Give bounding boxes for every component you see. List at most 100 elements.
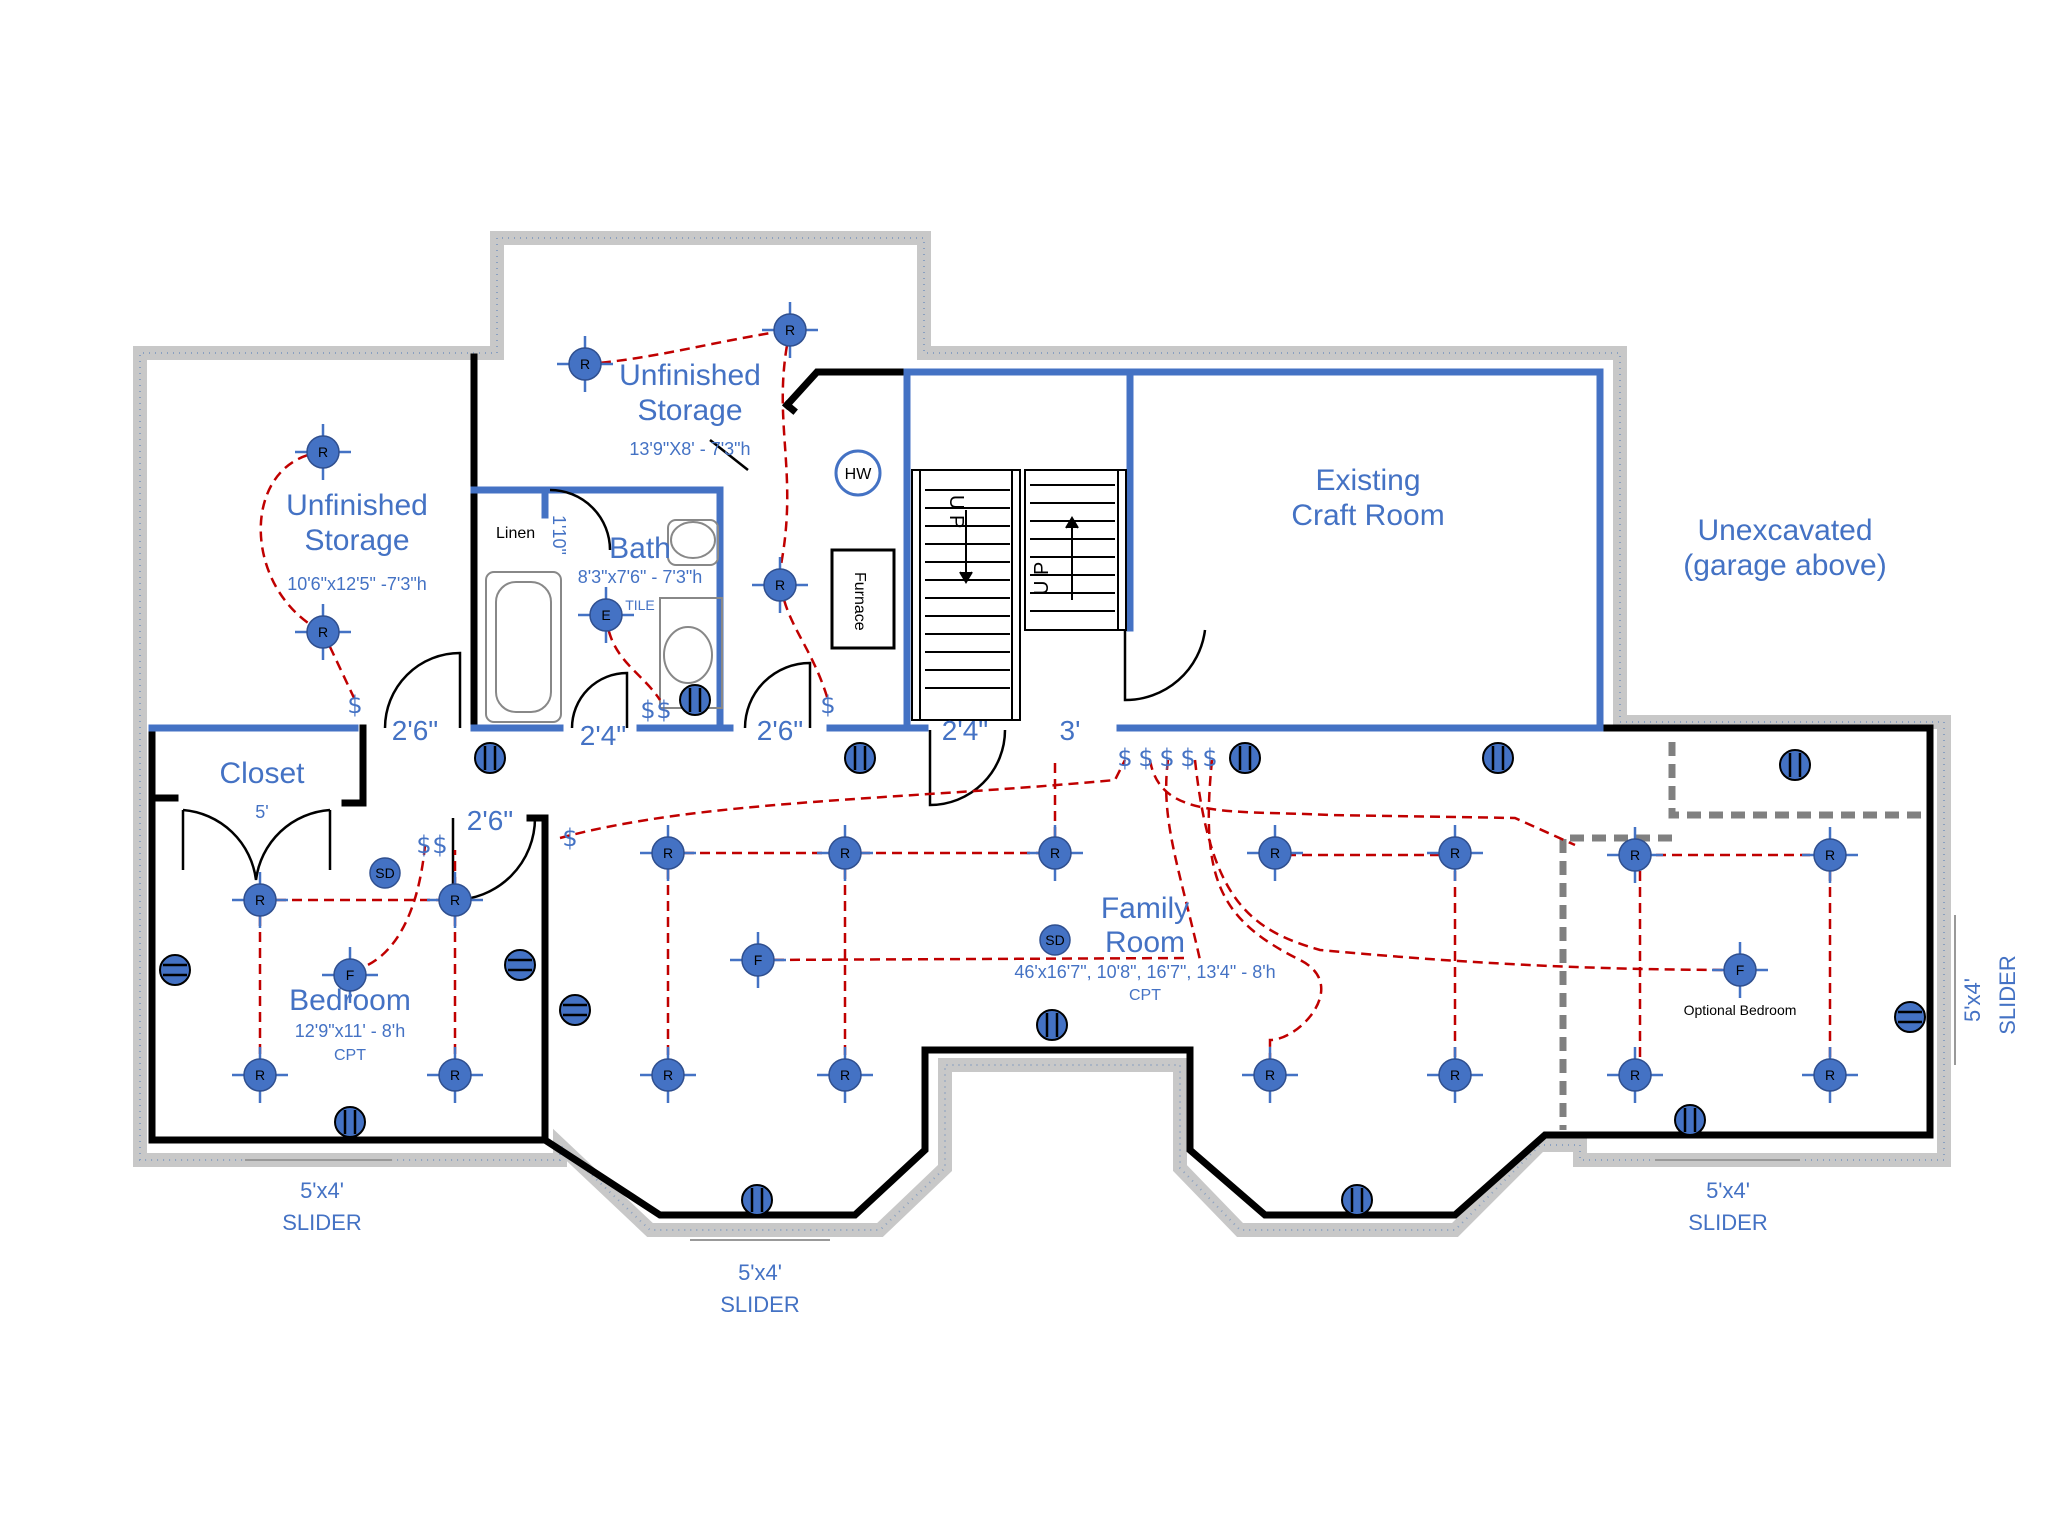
fixture-disc	[333, 958, 367, 992]
family-dims: 46'x16'7", 10'8", 16'7", 13'4" - 8'h	[1014, 962, 1275, 982]
window-bedroom-size: 5'x4'	[300, 1178, 344, 1203]
fixture-disc	[1258, 836, 1292, 870]
linen-dim: 1'10"	[549, 515, 569, 555]
storage-top-name-2: Storage	[637, 394, 742, 427]
fixture-disc	[741, 943, 775, 977]
fixture-disc	[1723, 953, 1757, 987]
unexcavated-name-2: (garage above)	[1683, 549, 1886, 582]
bath-floor: TILE	[625, 597, 655, 613]
closet-width: 5'	[255, 802, 268, 822]
window-optional-type: SLIDER	[1688, 1210, 1767, 1235]
storage-left-name-2: Storage	[304, 524, 409, 557]
recessed-light-icon: R	[1242, 1047, 1298, 1103]
fixture-disc	[589, 598, 623, 632]
wiring	[258, 328, 1832, 1075]
stairs	[911, 469, 1127, 721]
fixture-disc	[306, 615, 340, 649]
fixture-disc	[369, 857, 401, 889]
window-bedroom-type: SLIDER	[282, 1210, 361, 1235]
fixture-label: R	[1630, 847, 1640, 863]
fixture-disc	[1038, 836, 1072, 870]
fixture-disc	[1813, 838, 1847, 872]
switch-icon: $	[1117, 744, 1132, 772]
exhaust-light-icon: E	[578, 587, 634, 643]
fixture-disc	[243, 883, 277, 917]
closet-name: Closet	[219, 757, 305, 790]
fixture-label: R	[1450, 1067, 1460, 1083]
fixture-disc	[438, 883, 472, 917]
fixture-label: F	[1736, 962, 1745, 978]
fixture-disc	[651, 1058, 685, 1092]
fan-light-icon: F	[1712, 942, 1768, 998]
recessed-light-icon: R	[1802, 827, 1858, 883]
outlet-icon	[504, 949, 536, 981]
fixture-label: F	[346, 967, 355, 983]
recessed-light-icon: R	[640, 825, 696, 881]
fixture-label: F	[754, 952, 763, 968]
fixture-disc	[651, 836, 685, 870]
door-labels: 2'6" 2'4" 2'6" 2'4" 3' 2'6"	[392, 715, 1081, 836]
switch-icon: $	[432, 831, 447, 859]
furnace-label: Furnace	[851, 572, 868, 631]
switch-icon: $	[1180, 744, 1195, 772]
switch-icon: $	[1138, 744, 1153, 772]
craft-name-2: Craft Room	[1291, 499, 1444, 532]
fixture-disc	[773, 313, 807, 347]
outlet-icon	[559, 994, 591, 1026]
recessed-light-icon: R	[427, 872, 483, 928]
fixture-label: R	[775, 577, 785, 593]
recessed-light-icon: R	[557, 336, 613, 392]
recessed-light-icon: R	[232, 872, 288, 928]
door-label-3: 2'6"	[757, 715, 803, 746]
recessed-light-icon: R	[640, 1047, 696, 1103]
craft-name-1: Existing	[1315, 464, 1420, 497]
hot-water-heater: HW	[834, 449, 882, 497]
outlet-icon	[1894, 1001, 1926, 1033]
fan-light-icon: F	[730, 932, 786, 988]
recessed-light-icon: R	[1427, 825, 1483, 881]
recessed-light-icon: R	[427, 1047, 483, 1103]
storage-left-name-1: Unfinished	[286, 489, 428, 522]
recessed-light-icon: R	[817, 1047, 873, 1103]
fixture-label: R	[840, 1067, 850, 1083]
unexcavated-name-1: Unexcavated	[1697, 514, 1872, 547]
smoke-light-icon: SD	[369, 857, 401, 889]
fixture-disc	[828, 1058, 862, 1092]
outlet-icon	[844, 742, 876, 774]
fixture-label: R	[1050, 845, 1060, 861]
storage-top-name-1: Unfinished	[619, 359, 761, 392]
recessed-light-icon: R	[1027, 825, 1083, 881]
fixture-label: R	[663, 845, 673, 861]
switch-icon: $	[820, 691, 835, 719]
fixture-label: R	[1270, 845, 1280, 861]
fixture-label: R	[1265, 1067, 1275, 1083]
switch-icon: $	[347, 691, 362, 719]
recessed-light-icon: R	[1802, 1047, 1858, 1103]
outlet-icon	[1482, 742, 1514, 774]
fixture-disc	[763, 568, 797, 602]
fixture-label: R	[840, 845, 850, 861]
fixture-label: R	[1450, 845, 1460, 861]
window-bay-size: 5'x4'	[738, 1260, 782, 1285]
outlet-icon	[1036, 1009, 1068, 1041]
switch-icon: $	[1159, 744, 1174, 772]
smoke-light-icon: SD	[1039, 924, 1071, 956]
toilet	[667, 519, 719, 566]
fixture-label: R	[1825, 1067, 1835, 1083]
door-swings	[181, 439, 1207, 902]
optional-bedroom-label: Optional Bedroom	[1684, 1002, 1797, 1018]
storage-top-dims: 13'9"X8' - 7'3"h	[629, 439, 750, 459]
recessed-light-icon: R	[1607, 827, 1663, 883]
stairs-up-label-a: U P	[945, 495, 967, 528]
outlet-icon	[334, 1106, 366, 1138]
fixture-disc	[306, 435, 340, 469]
switch-icon: $	[562, 824, 577, 852]
fixture-disc	[1039, 924, 1071, 956]
outlet-icon	[1779, 749, 1811, 781]
window-east-type: SLIDER	[1995, 955, 2020, 1034]
outlet-icon	[1341, 1184, 1373, 1216]
door-label-6: 2'6"	[467, 805, 513, 836]
outlet-icon	[679, 684, 711, 716]
window-bay-type: SLIDER	[720, 1292, 799, 1317]
